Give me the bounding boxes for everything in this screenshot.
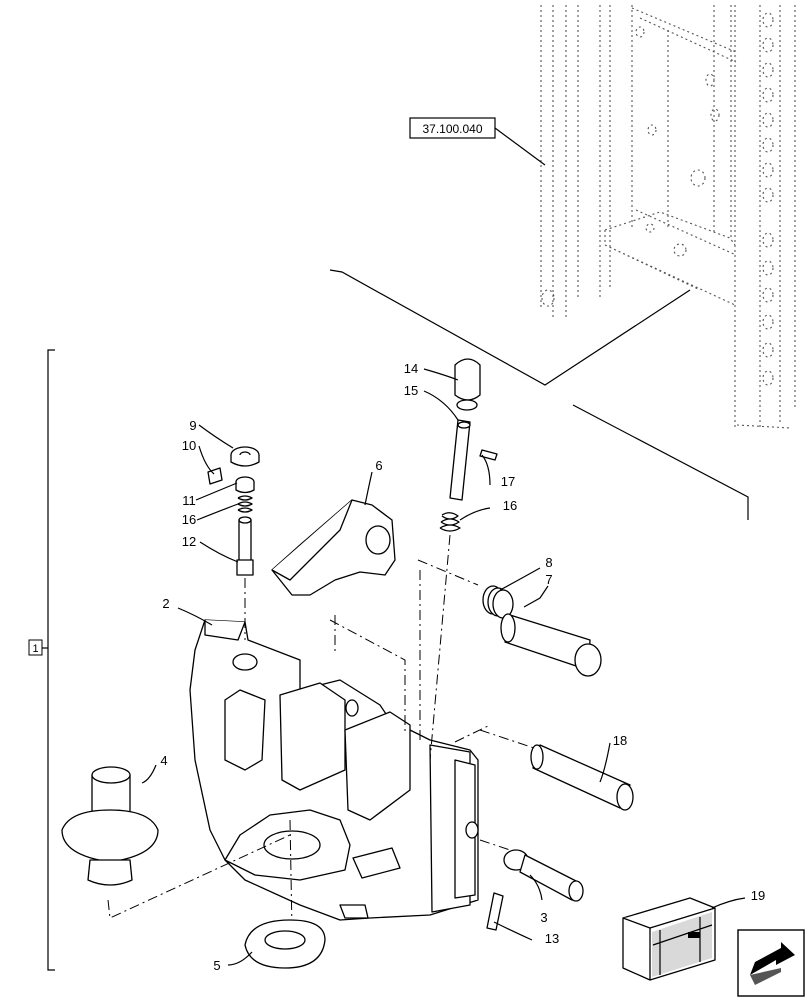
callout-8: 8 bbox=[545, 555, 552, 570]
callout-5: 5 bbox=[213, 958, 220, 973]
callout-2: 2 bbox=[162, 596, 169, 611]
callout-10: 10 bbox=[182, 438, 196, 453]
pin-stack-left bbox=[207, 446, 260, 640]
callout-14: 14 bbox=[404, 361, 418, 376]
part-3 bbox=[503, 849, 584, 902]
pin-assembly-center bbox=[429, 358, 498, 761]
callout-19: 19 bbox=[751, 888, 765, 903]
callout-16-right: 16 bbox=[503, 498, 517, 513]
pin-part-13 bbox=[486, 892, 504, 931]
drawbar-housing bbox=[189, 619, 479, 921]
assembly-label: 1 bbox=[32, 643, 38, 655]
callout-4: 4 bbox=[160, 753, 167, 768]
callout-17: 17 bbox=[501, 474, 515, 489]
callout-9: 9 bbox=[189, 418, 196, 433]
callout-12: 12 bbox=[182, 534, 196, 549]
latch-part-6 bbox=[271, 499, 396, 596]
callout-3: 3 bbox=[540, 910, 547, 925]
callout-6: 6 bbox=[375, 458, 382, 473]
assembly-bracket: 1 bbox=[28, 349, 55, 971]
next-page-arrow-icon[interactable] bbox=[737, 929, 805, 997]
callout-11: 11 bbox=[182, 493, 196, 508]
callout-15: 15 bbox=[404, 383, 418, 398]
bushing-part-4 bbox=[61, 766, 159, 886]
reference-box[interactable]: 37.100.040 bbox=[409, 117, 546, 166]
tractor-frame-detail bbox=[329, 5, 796, 520]
frame-holes bbox=[541, 12, 774, 386]
guide-lines bbox=[107, 559, 541, 931]
callout-13: 13 bbox=[545, 931, 559, 946]
callout-numbers: 2 4 5 6 7 8 9 10 11 16 12 14 15 16 17 18… bbox=[160, 361, 765, 973]
parts-kit-box-icon bbox=[622, 897, 716, 981]
pin-part-7 bbox=[500, 613, 602, 677]
pin-part-18 bbox=[530, 744, 634, 811]
callout-16-left: 16 bbox=[182, 512, 196, 527]
nut-part-5 bbox=[244, 919, 326, 969]
callout-7: 7 bbox=[545, 572, 552, 587]
spring-part-8 bbox=[482, 585, 514, 619]
callout-leaders bbox=[141, 368, 746, 966]
callout-18: 18 bbox=[613, 733, 627, 748]
reference-label: 37.100.040 bbox=[422, 122, 482, 136]
